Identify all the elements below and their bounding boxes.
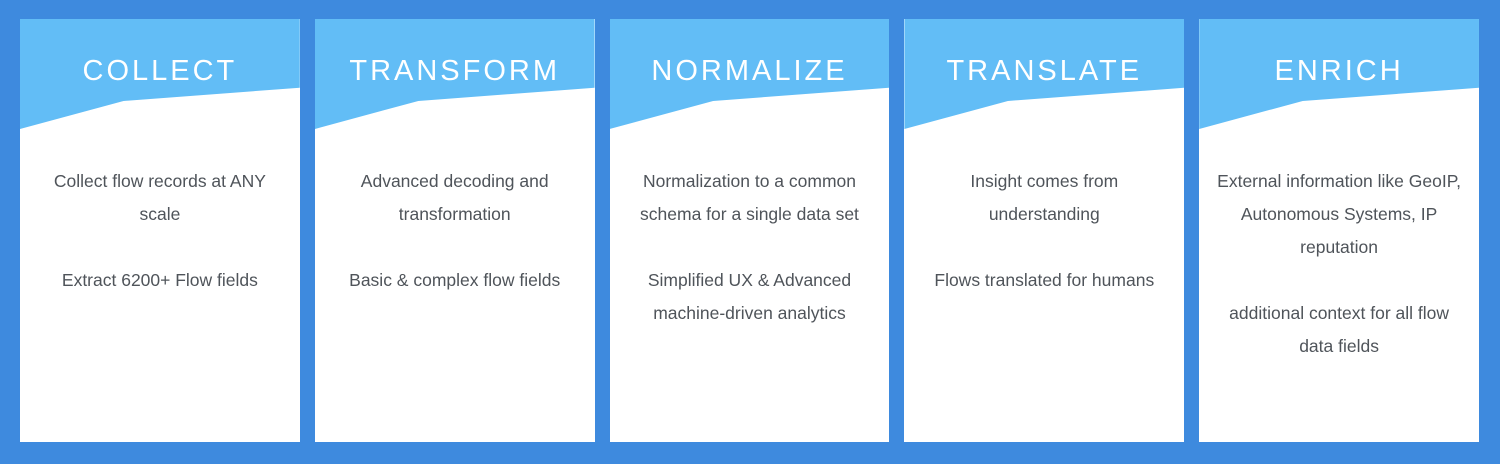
card-body: Insight comes from understanding Flows t… <box>904 165 1184 297</box>
body-paragraph: Flows translated for humans <box>904 264 1184 297</box>
card-header-banner: TRANSLATE <box>904 19 1185 129</box>
card-body: Collect flow records at ANY scale Extrac… <box>20 165 300 297</box>
body-line: data fields <box>1299 336 1379 356</box>
card-normalize: NORMALIZE Normalization to a common sche… <box>609 19 890 442</box>
card-title: NORMALIZE <box>651 55 848 87</box>
body-line: Normalization to a common <box>642 171 856 191</box>
card-title: TRANSLATE <box>946 55 1143 87</box>
body-line: Simplified UX & Advanced <box>647 270 852 290</box>
card-transform: TRANSFORM Advanced decoding and transfor… <box>314 19 595 442</box>
body-line: additional context for all flow <box>1229 303 1449 323</box>
card-title: ENRICH <box>1274 55 1404 87</box>
card-title: TRANSFORM <box>349 55 561 87</box>
card-header-banner: NORMALIZE <box>609 19 890 129</box>
body-line: Insight comes from <box>970 171 1119 191</box>
body-line: Collect flow records at ANY <box>53 171 266 191</box>
card-translate: TRANSLATE Insight comes from understandi… <box>904 19 1185 442</box>
body-paragraph: Advanced decoding and transformation <box>315 165 595 231</box>
card-body: Advanced decoding and transformation Bas… <box>315 165 595 297</box>
card-header-banner: COLLECT <box>20 19 300 129</box>
body-paragraph: Normalization to a common schema for a s… <box>610 165 890 231</box>
body-line: schema for a single data set <box>640 204 859 224</box>
card-collect: COLLECT Collect flow records at ANY scal… <box>20 19 300 442</box>
card-body: Normalization to a common schema for a s… <box>610 165 890 330</box>
card-title: COLLECT <box>82 55 238 87</box>
body-line: Basic & complex flow fields <box>349 270 561 290</box>
body-line: scale <box>139 204 181 224</box>
card-header-banner: ENRICH <box>1199 19 1479 129</box>
body-line: Extract 6200+ Flow fields <box>61 270 258 290</box>
body-line: machine-driven analytics <box>653 303 846 323</box>
body-line: Flows translated for humans <box>934 270 1155 290</box>
body-line: transformation <box>398 204 511 224</box>
body-paragraph: Simplified UX & Advanced machine-driven … <box>610 264 890 330</box>
body-paragraph: Insight comes from understanding <box>904 165 1184 231</box>
body-line: reputation <box>1300 237 1378 257</box>
body-paragraph: Collect flow records at ANY scale <box>20 165 300 231</box>
body-paragraph: Extract 6200+ Flow fields <box>20 264 300 297</box>
card-enrich: ENRICH External information like GeoIP, … <box>1199 19 1479 442</box>
card-body: External information like GeoIP, Autonom… <box>1199 165 1479 363</box>
body-line: Autonomous Systems, IP <box>1240 204 1438 224</box>
body-line: External information like GeoIP, <box>1217 171 1461 191</box>
body-paragraph: External information like GeoIP, Autonom… <box>1199 165 1479 264</box>
card-header-banner: TRANSFORM <box>314 19 595 129</box>
body-line: understanding <box>988 204 1100 224</box>
feature-cards-row: COLLECT Collect flow records at ANY scal… <box>20 19 1479 442</box>
body-line: Advanced decoding and <box>360 171 549 191</box>
body-paragraph: Basic & complex flow fields <box>315 264 595 297</box>
body-paragraph: additional context for all flow data fie… <box>1199 297 1479 363</box>
